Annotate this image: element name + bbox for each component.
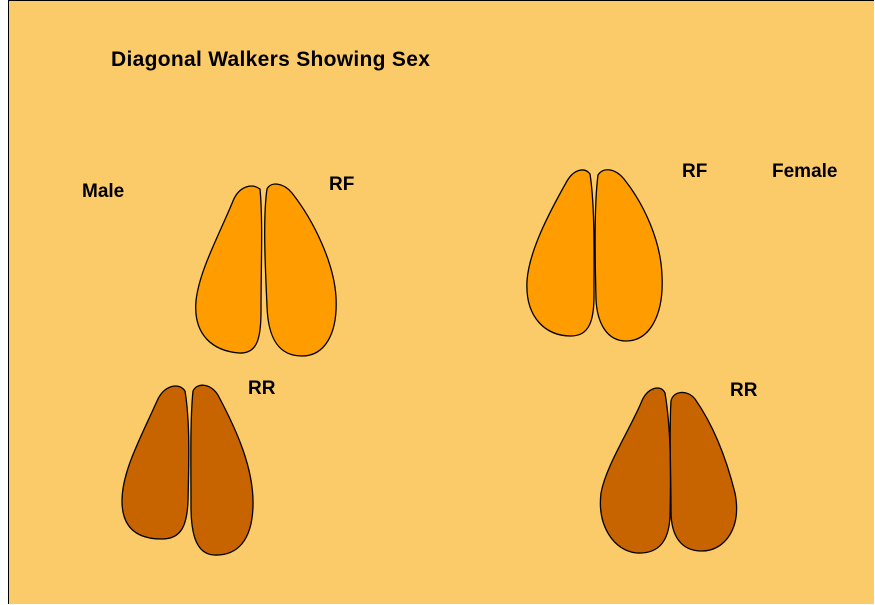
- male-rr-left-lobe: [122, 386, 189, 539]
- male-rear-track: [122, 385, 253, 555]
- male-front-track: [196, 184, 336, 356]
- female-rear-track: [600, 388, 736, 553]
- female-rr-left-lobe: [600, 388, 670, 553]
- female-label: Female: [772, 161, 837, 183]
- male-label: Male: [82, 181, 124, 203]
- female-front-track: [527, 170, 662, 341]
- diagram-canvas: Diagonal Walkers Showing Sex Male Female…: [8, 0, 874, 604]
- hoof-tracks: [9, 1, 875, 605]
- female-rf-right-lobe: [595, 170, 662, 341]
- female-rr-label: RR: [730, 380, 757, 402]
- diagram-title: Diagonal Walkers Showing Sex: [111, 48, 430, 72]
- female-rr-right-lobe: [670, 392, 736, 551]
- male-rr-right-lobe: [191, 385, 253, 555]
- male-rf-label: RF: [329, 174, 354, 196]
- female-rf-label: RF: [682, 161, 707, 183]
- male-rf-left-lobe: [196, 186, 262, 353]
- male-rr-label: RR: [248, 378, 275, 400]
- male-rf-right-lobe: [265, 184, 336, 356]
- female-rf-left-lobe: [527, 170, 594, 336]
